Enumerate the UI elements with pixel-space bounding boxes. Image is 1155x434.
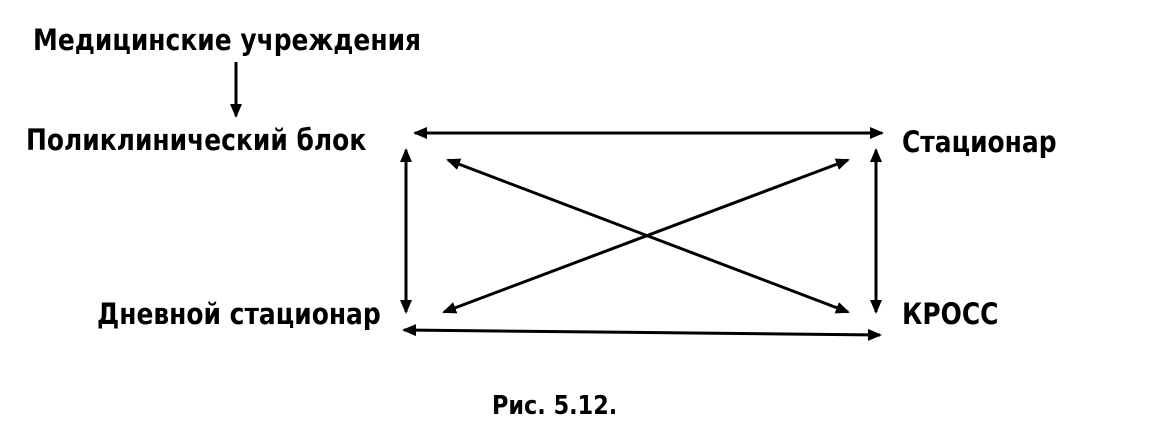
arrows-group (230, 62, 884, 341)
kross-label: КРОСС (902, 297, 999, 331)
polyclinic-block-label: Поликлинический блок (26, 123, 367, 157)
arrow-day_hospital-kross (402, 324, 882, 341)
arrow-day_hospital-hospital (442, 158, 850, 314)
day-hospital-label: Дневной стационар (97, 297, 381, 331)
institutions-label: Медицинские учреждения (33, 23, 422, 57)
hospital-label: Стационар (902, 125, 1057, 159)
figure-caption: Рис. 5.12. (492, 391, 618, 421)
